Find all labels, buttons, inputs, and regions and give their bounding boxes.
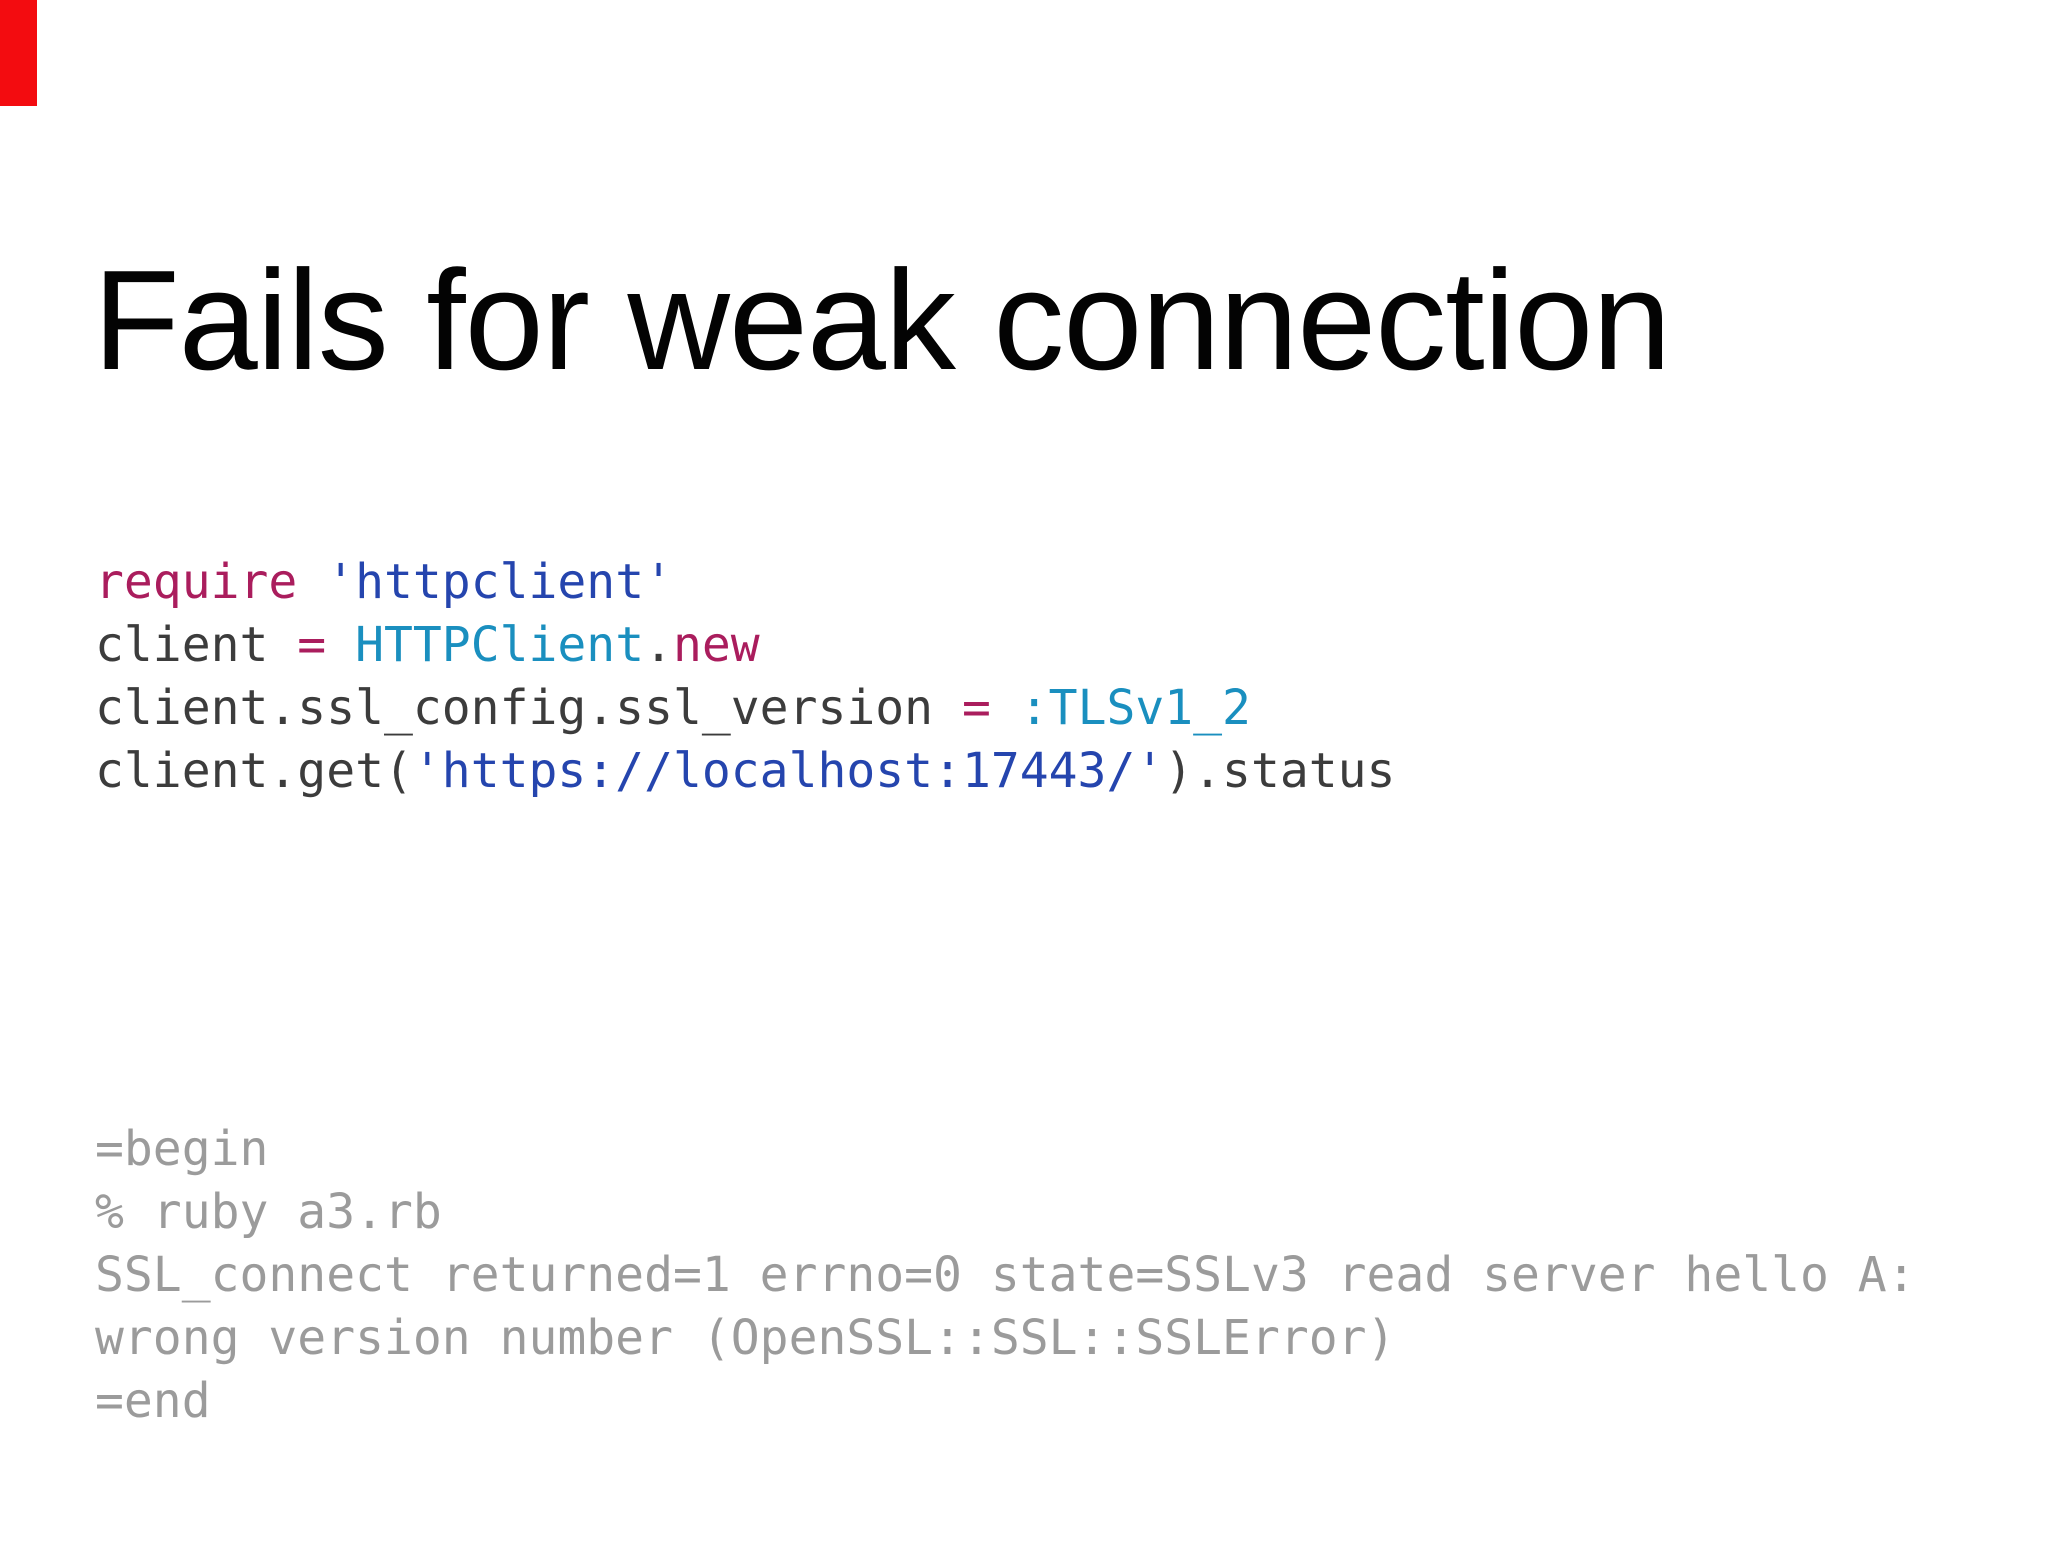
console-output-line: % ruby a3.rb xyxy=(95,1184,442,1240)
code-token: ).status xyxy=(1164,743,1396,799)
console-output-line: =end xyxy=(95,1373,211,1429)
code-line: require 'httpclient' xyxy=(95,551,1916,614)
blank-line xyxy=(95,929,1916,992)
code-token: 'httpclient' xyxy=(326,554,673,610)
code-token xyxy=(991,680,1020,736)
slide-title: Fails for weak connection xyxy=(93,241,1671,401)
code-token: = xyxy=(961,680,991,736)
code-block: require 'httpclient'client = HTTPClient.… xyxy=(95,425,1916,1559)
code-token: HTTPClient xyxy=(355,617,645,673)
red-corner-mark xyxy=(0,0,37,106)
code-token: require xyxy=(95,554,298,610)
code-token: client.ssl_config.ssl_version xyxy=(95,680,962,736)
code-line: client = HTTPClient.new xyxy=(95,614,1916,677)
console-output-line: =begin xyxy=(95,1121,269,1177)
code-token: = xyxy=(297,617,327,673)
console-output-line: SSL_connect returned=1 errno=0 state=SSL… xyxy=(95,1247,1916,1303)
code-token: :TLSv1_2 xyxy=(1019,680,1251,736)
code-token: 'https://localhost:17443/' xyxy=(412,743,1165,799)
code-token: client xyxy=(95,617,298,673)
code-token xyxy=(297,554,326,610)
code-lines: require 'httpclient'client = HTTPClient.… xyxy=(95,551,1916,803)
code-token: . xyxy=(644,617,673,673)
code-line: client.get('https://localhost:17443/').s… xyxy=(95,740,1916,803)
code-token xyxy=(326,617,355,673)
code-line: client.ssl_config.ssl_version = :TLSv1_2 xyxy=(95,677,1916,740)
code-token: client.get( xyxy=(95,743,413,799)
console-output-line: wrong version number (OpenSSL::SSL::SSLE… xyxy=(95,1310,1396,1366)
code-token: new xyxy=(673,617,760,673)
